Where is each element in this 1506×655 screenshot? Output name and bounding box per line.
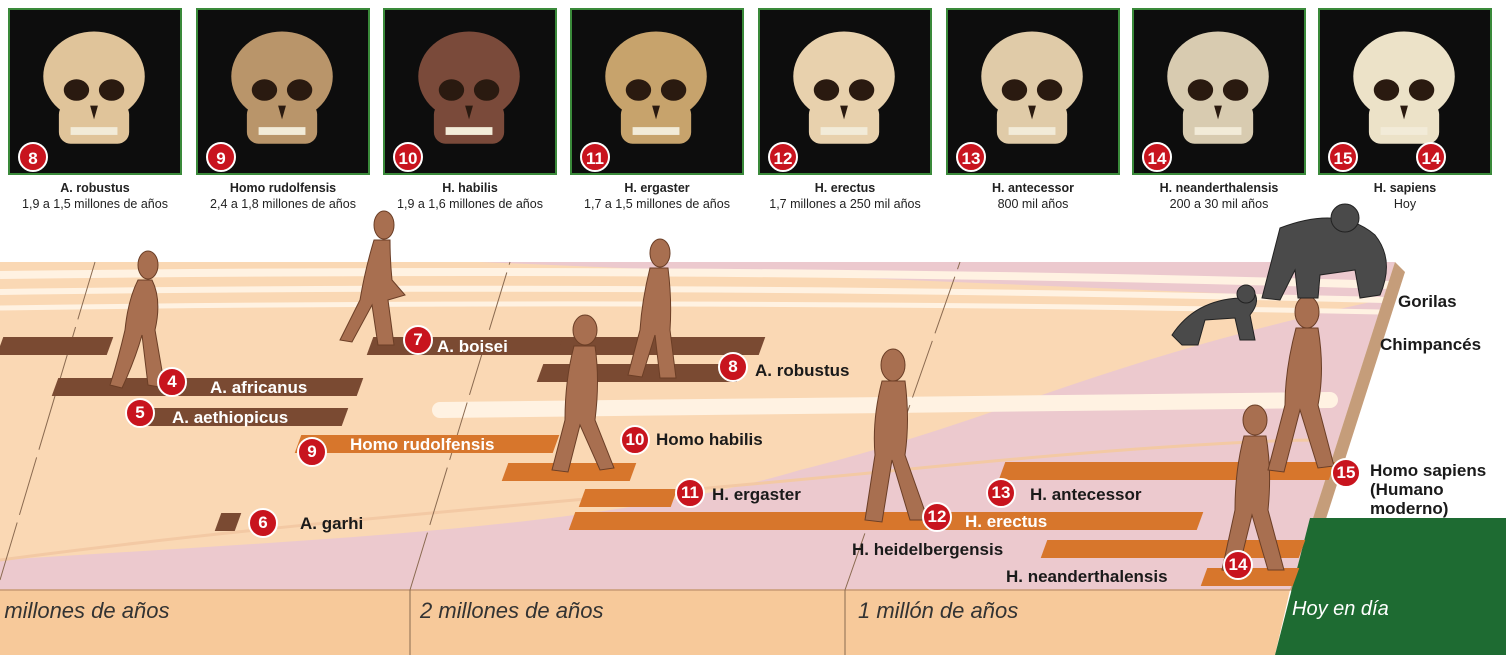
species-number-badge: 7: [403, 325, 433, 355]
era-today: Hoy en día: [1292, 598, 1389, 621]
species-number-badge: 6: [248, 508, 278, 538]
species-number-badge: 8: [718, 352, 748, 382]
species-number-badge: 4: [157, 367, 187, 397]
species-number-badge: 5: [125, 398, 155, 428]
species-label: Homo sapiens (Humano moderno): [1370, 461, 1506, 518]
species-number-badge: 10: [620, 425, 650, 455]
species-number-badge: 15: [1331, 458, 1361, 488]
era-1m: 1 millón de años: [858, 598, 1018, 624]
species-label: H. ergaster: [712, 486, 801, 504]
species-label: A. robustus: [755, 362, 849, 380]
species-label: H. antecessor: [1030, 486, 1142, 504]
species-label: H. erectus: [965, 513, 1047, 531]
species-label: H. neanderthalensis: [1006, 568, 1168, 586]
label-chimps: Chimpancés: [1380, 335, 1481, 354]
species-label: A. aethiopicus: [172, 409, 288, 427]
species-number-badge: 12: [922, 502, 952, 532]
species-label: A. garhi: [300, 515, 363, 533]
species-label: H. heidelbergensis: [852, 541, 1003, 559]
era-3m: 3 millones de años: [0, 598, 169, 624]
species-number-badge: 13: [986, 478, 1016, 508]
species-label: A. africanus: [210, 379, 307, 397]
species-label: Homo rudolfensis: [350, 436, 495, 454]
species-number-badge: 14: [1223, 550, 1253, 580]
species-label: Homo habilis: [656, 431, 763, 449]
label-gorillas: Gorilas: [1398, 292, 1457, 311]
species-number-badge: 9: [297, 437, 327, 467]
species-number-badge: 11: [675, 478, 705, 508]
era-2m: 2 millones de años: [420, 598, 603, 624]
species-label: A. boisei: [437, 338, 508, 356]
